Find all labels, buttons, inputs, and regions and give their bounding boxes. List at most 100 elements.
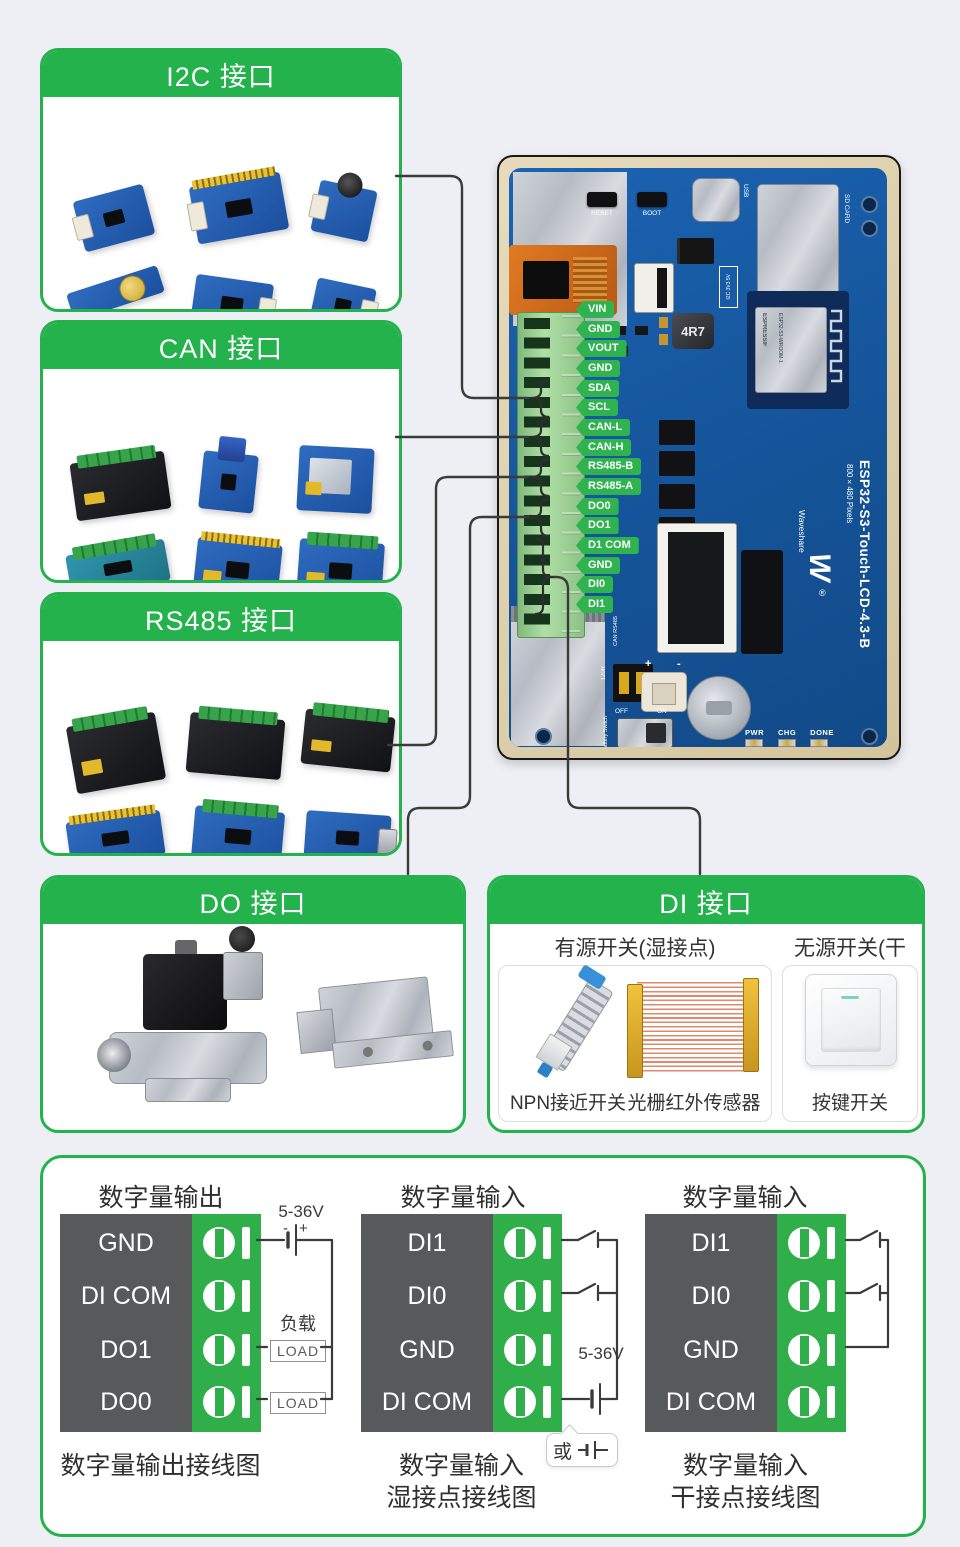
module-detail	[71, 533, 157, 561]
screw-hole	[861, 196, 878, 213]
switch-rocker	[821, 988, 881, 1052]
led-label: CHG	[778, 728, 797, 737]
fpc-chip	[523, 261, 569, 299]
terminal-screw	[777, 1227, 846, 1259]
screw-hole	[861, 728, 878, 745]
curtain-beams	[637, 982, 749, 1074]
pin-label-d1-com: D1 COM	[576, 537, 639, 554]
sd-card-slot[interactable]	[757, 184, 839, 304]
rs485-interface-box: RS485 接口	[40, 592, 402, 856]
di-box-title: DI 接口	[490, 878, 922, 924]
module-photo	[296, 445, 375, 514]
wet-diagram-title: 数字量输入	[400, 1184, 526, 1212]
wall-switch-photo	[805, 974, 897, 1084]
screw-hole	[535, 728, 552, 745]
battery-connector	[641, 672, 687, 712]
pin-label-rs485-a: RS485-A	[576, 478, 642, 495]
terminal-row-gnd: GND	[60, 1225, 261, 1261]
led-done: DONE	[810, 728, 834, 747]
clamp-contact-icon	[827, 1334, 835, 1366]
terminal-label: DO0	[100, 1387, 152, 1416]
module-detail	[224, 560, 251, 580]
light-curtain-photo	[627, 978, 759, 1078]
switch-knob[interactable]	[646, 723, 666, 743]
output-diagram-caption: 数字量输出接线图	[60, 1452, 261, 1480]
module-detail	[81, 759, 103, 776]
terminal-label: GND	[98, 1228, 154, 1257]
wet-voltage-label: 5-36V	[578, 1344, 624, 1363]
i2c-voltage-select: I2C 3V3 5V	[719, 266, 738, 308]
pin-label-scl: SCL	[576, 399, 618, 416]
rs485-module-photos	[43, 641, 399, 853]
pin-label-di0: DI0	[576, 576, 614, 593]
clamp-contact-icon	[827, 1280, 835, 1312]
dry-diagram-caption1: 数字量输入	[682, 1452, 808, 1480]
terminal-ridges	[562, 315, 580, 635]
led-body	[745, 739, 763, 747]
waveshare-logo: W	[803, 552, 837, 582]
module-photo	[300, 702, 396, 773]
switch-off-label: OFF	[615, 708, 628, 715]
wet-contact-panel: NPN接近开关 光栅红外传感器	[498, 964, 772, 1122]
module-detail	[224, 827, 252, 846]
module-detail	[220, 295, 244, 309]
pin-label-vin: VIN	[576, 301, 615, 318]
curtain-post-right	[743, 978, 759, 1072]
pin-label-do1: DO1	[576, 517, 619, 534]
pin-label-rs485-b: RS485-B	[576, 458, 642, 475]
alt-polarity-bubble: 或	[546, 1433, 618, 1467]
screw-terminal-block[interactable]	[517, 312, 585, 638]
terminal-row-gnd: GND	[361, 1332, 562, 1368]
terminal-row-di-com: DI COM	[60, 1278, 261, 1314]
pin-label-sda: SDA	[576, 380, 620, 397]
terminal-label: DI COM	[80, 1281, 172, 1310]
clamp-contact-icon	[242, 1334, 250, 1366]
module-photo	[309, 277, 380, 309]
terminal-label: DI COM	[665, 1387, 757, 1416]
terminal-row-do1: DO1	[60, 1332, 261, 1368]
load-box-do1: LOAD	[270, 1340, 326, 1362]
module-photo	[307, 170, 378, 243]
module-detail	[335, 170, 365, 201]
wet-diagram-caption1: 数字量输入	[398, 1452, 524, 1480]
terminal-slots	[524, 318, 550, 632]
terminal-screw	[192, 1386, 261, 1418]
terminal-label: GND	[399, 1335, 455, 1364]
pin-label-gnd: GND	[576, 557, 621, 574]
dip-slider[interactable]	[619, 672, 629, 694]
npn-sensor-caption: NPN接近开关	[509, 1093, 627, 1114]
module-detail	[83, 491, 106, 506]
battery-switch[interactable]	[617, 718, 673, 747]
module-detail	[201, 531, 281, 549]
terminal-label: DI1	[407, 1228, 447, 1257]
battery-socket	[652, 683, 676, 705]
brand-label: Waveshare	[797, 510, 807, 553]
boot-button[interactable]	[637, 192, 667, 207]
screw-head-icon	[203, 1334, 235, 1366]
terminal-screw	[777, 1386, 846, 1418]
terminal-label: DI1	[691, 1228, 731, 1257]
module-detail	[312, 702, 390, 724]
dry-diagram-title: 数字量输入	[682, 1184, 808, 1212]
valve-port	[97, 1038, 131, 1072]
npn-sensor-photo	[527, 964, 617, 1081]
valve-coil	[143, 954, 227, 1030]
module-photo	[189, 273, 278, 309]
terminal-screw	[777, 1334, 846, 1366]
registered-mark: ®	[819, 588, 826, 598]
module-photo	[190, 798, 286, 853]
module-photo	[192, 531, 283, 580]
reset-button[interactable]	[587, 192, 617, 207]
screw-head-icon	[788, 1280, 820, 1312]
module-detail	[307, 192, 330, 221]
solder-pad	[659, 317, 668, 328]
output-voltage-label: 5-36V	[278, 1202, 324, 1221]
terminal-label-area	[60, 1214, 192, 1432]
clamp-contact-icon	[242, 1280, 250, 1312]
terminal-row-di1: DI1	[645, 1225, 846, 1261]
pin-label-do0: DO0	[576, 498, 619, 515]
usb-c-port[interactable]	[692, 178, 740, 222]
clamp-contact-icon	[543, 1280, 551, 1312]
